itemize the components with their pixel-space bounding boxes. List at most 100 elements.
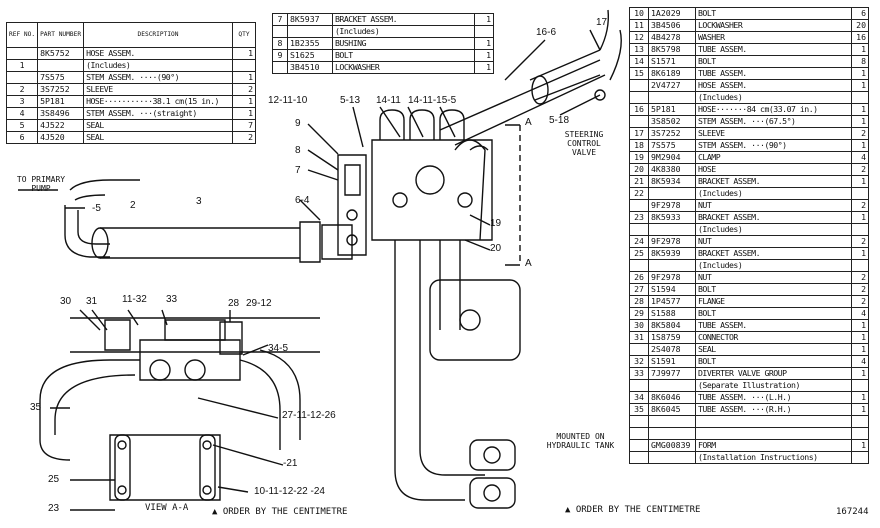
cell-desc: HOSE ASSEM. bbox=[695, 79, 852, 92]
cell-desc: NUT bbox=[695, 235, 852, 248]
cell-ref: 21 bbox=[629, 175, 649, 188]
cell-ref: 5 bbox=[5, 119, 39, 132]
cell-desc bbox=[695, 415, 852, 428]
cell-desc: BOLT bbox=[695, 355, 852, 368]
cell-part: 3S7252 bbox=[37, 83, 85, 96]
cell-ref bbox=[629, 223, 649, 236]
cell-part bbox=[648, 427, 696, 440]
cell-part: 9F2978 bbox=[648, 235, 696, 248]
cell-part: 5P181 bbox=[648, 103, 696, 116]
cell-part: 1B2355 bbox=[287, 37, 333, 50]
cell-ref bbox=[629, 415, 649, 428]
cell-desc: CLAMP bbox=[695, 151, 852, 164]
cell-part: 8K5933 bbox=[648, 211, 696, 224]
cell-desc: HOSE ASSEM. bbox=[83, 47, 233, 60]
cell-part: 3B4506 bbox=[648, 19, 696, 32]
cell-desc: CONNECTOR bbox=[695, 331, 852, 344]
cell-ref: 11 bbox=[629, 19, 649, 32]
cell-qty bbox=[851, 415, 869, 428]
cell-desc: FLANGE bbox=[695, 295, 852, 308]
cell-part: 9F2978 bbox=[648, 271, 696, 284]
cell-qty bbox=[474, 25, 494, 38]
callout: 9 bbox=[295, 118, 301, 129]
table-row: (Installation Instructions) bbox=[629, 451, 869, 464]
cell-qty: 2 bbox=[232, 83, 256, 96]
cell-part: 4K8380 bbox=[648, 163, 696, 176]
cell-ref: 14 bbox=[629, 55, 649, 68]
cell-qty: 4 bbox=[851, 151, 869, 164]
cell-desc: HOSE···········38.1 cm(15 in.) bbox=[83, 95, 233, 108]
callout: 3 bbox=[196, 196, 202, 207]
cell-part: 8K5798 bbox=[648, 43, 696, 56]
cell-desc: (Separate Illustration) bbox=[695, 379, 852, 392]
cell-desc: STEM ASSEM. ···(90°) bbox=[695, 139, 852, 152]
cell-ref bbox=[629, 115, 649, 128]
callout: 14-11 bbox=[376, 95, 401, 106]
cell-part: 7J9977 bbox=[648, 367, 696, 380]
cell-qty: 1 bbox=[851, 175, 869, 188]
cell-desc: BRACKET ASSEM. bbox=[695, 211, 852, 224]
cell-part: 2S4078 bbox=[648, 343, 696, 356]
table-row: 1(Includes) bbox=[5, 59, 256, 72]
cell-part: 7S575 bbox=[37, 71, 85, 84]
cell-desc: BOLT bbox=[695, 55, 852, 68]
cell-qty: 1 bbox=[851, 403, 869, 416]
cell-qty bbox=[851, 259, 869, 272]
cell-part: 2V4727 bbox=[648, 79, 696, 92]
col-header-description: DESCRIPTION bbox=[83, 22, 233, 48]
cell-desc: BOLT bbox=[695, 283, 852, 296]
cell-desc: NUT bbox=[695, 271, 852, 284]
callout: 17 bbox=[596, 17, 608, 28]
cell-part: 8K5752 bbox=[37, 47, 85, 60]
cell-part bbox=[648, 379, 696, 392]
cell-ref bbox=[629, 451, 649, 464]
cell-ref: 8 bbox=[272, 37, 288, 50]
cell-qty: 2 bbox=[851, 271, 869, 284]
cell-ref: 26 bbox=[629, 271, 649, 284]
cell-qty: 1 bbox=[851, 391, 869, 404]
cell-qty: 2 bbox=[232, 131, 256, 144]
cell-desc: BOLT bbox=[332, 49, 475, 62]
cell-part: 1P4577 bbox=[648, 295, 696, 308]
cell-ref: 33 bbox=[629, 367, 649, 380]
cell-part: 9M2904 bbox=[648, 151, 696, 164]
cell-qty: 1 bbox=[851, 211, 869, 224]
cell-ref: 35 bbox=[629, 403, 649, 416]
order-note-left: ▲ ORDER BY THE CENTIMETRE bbox=[212, 507, 348, 517]
cell-qty: 1 bbox=[851, 115, 869, 128]
callout: 14-11-15-5 bbox=[408, 95, 457, 106]
cell-desc: BOLT bbox=[695, 7, 852, 20]
cell-part bbox=[648, 91, 696, 104]
cell-desc: (Includes) bbox=[332, 25, 475, 38]
cell-ref: 7 bbox=[272, 13, 288, 26]
callout: 27-11-12-26 bbox=[282, 410, 336, 421]
cell-qty: 1 bbox=[474, 61, 494, 74]
col-header-qty: QTY bbox=[232, 22, 256, 48]
cell-ref: 31 bbox=[629, 331, 649, 344]
callout: 29-12 bbox=[246, 298, 272, 309]
callout: 34-5 bbox=[268, 343, 289, 354]
cell-desc: FORM bbox=[695, 439, 852, 452]
table-row: 22(Includes) bbox=[629, 187, 869, 200]
table-row bbox=[629, 427, 869, 440]
cell-desc: TUBE ASSEM. bbox=[695, 319, 852, 332]
callout: 31 bbox=[86, 296, 98, 307]
primary-pump-label: TO PRIMARY PUMP bbox=[16, 175, 66, 193]
cell-ref: 27 bbox=[629, 283, 649, 296]
table-row: (Includes) bbox=[629, 223, 869, 236]
